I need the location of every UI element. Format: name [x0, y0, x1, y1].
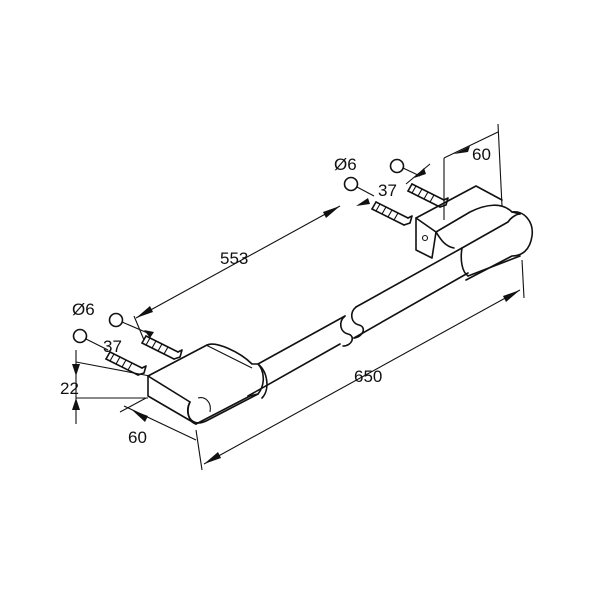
right-lower-hole	[343, 176, 359, 192]
dimension-37-left	[133, 315, 154, 341]
depth-label-left: 60	[128, 428, 147, 447]
right-wall-bracket	[415, 185, 534, 281]
dimension-60-left	[119, 397, 197, 441]
height-label: 22	[60, 379, 79, 398]
right-upper-hole	[389, 158, 405, 174]
dimension-553	[135, 205, 341, 319]
left-fixings	[72, 312, 183, 376]
depth-label-right: 60	[472, 145, 491, 164]
screw-length-label-left: 37	[103, 337, 122, 356]
dimension-22	[72, 350, 151, 424]
screw-length-label-right: 37	[378, 181, 397, 200]
right-fixings	[343, 158, 449, 226]
dimension-37-right	[356, 163, 431, 206]
left-lower-hole	[72, 328, 88, 344]
hole-diameter-label-left: Ø6	[72, 300, 95, 319]
hole-spacing-label: 553	[220, 249, 248, 268]
left-wall-bracket	[147, 343, 265, 425]
overall-length-label: 650	[354, 367, 382, 386]
dimension-60-right	[443, 123, 503, 220]
left-upper-hole	[108, 312, 124, 328]
hole-diameter-label-right: Ø6	[334, 155, 357, 174]
dimension-650	[195, 259, 525, 471]
